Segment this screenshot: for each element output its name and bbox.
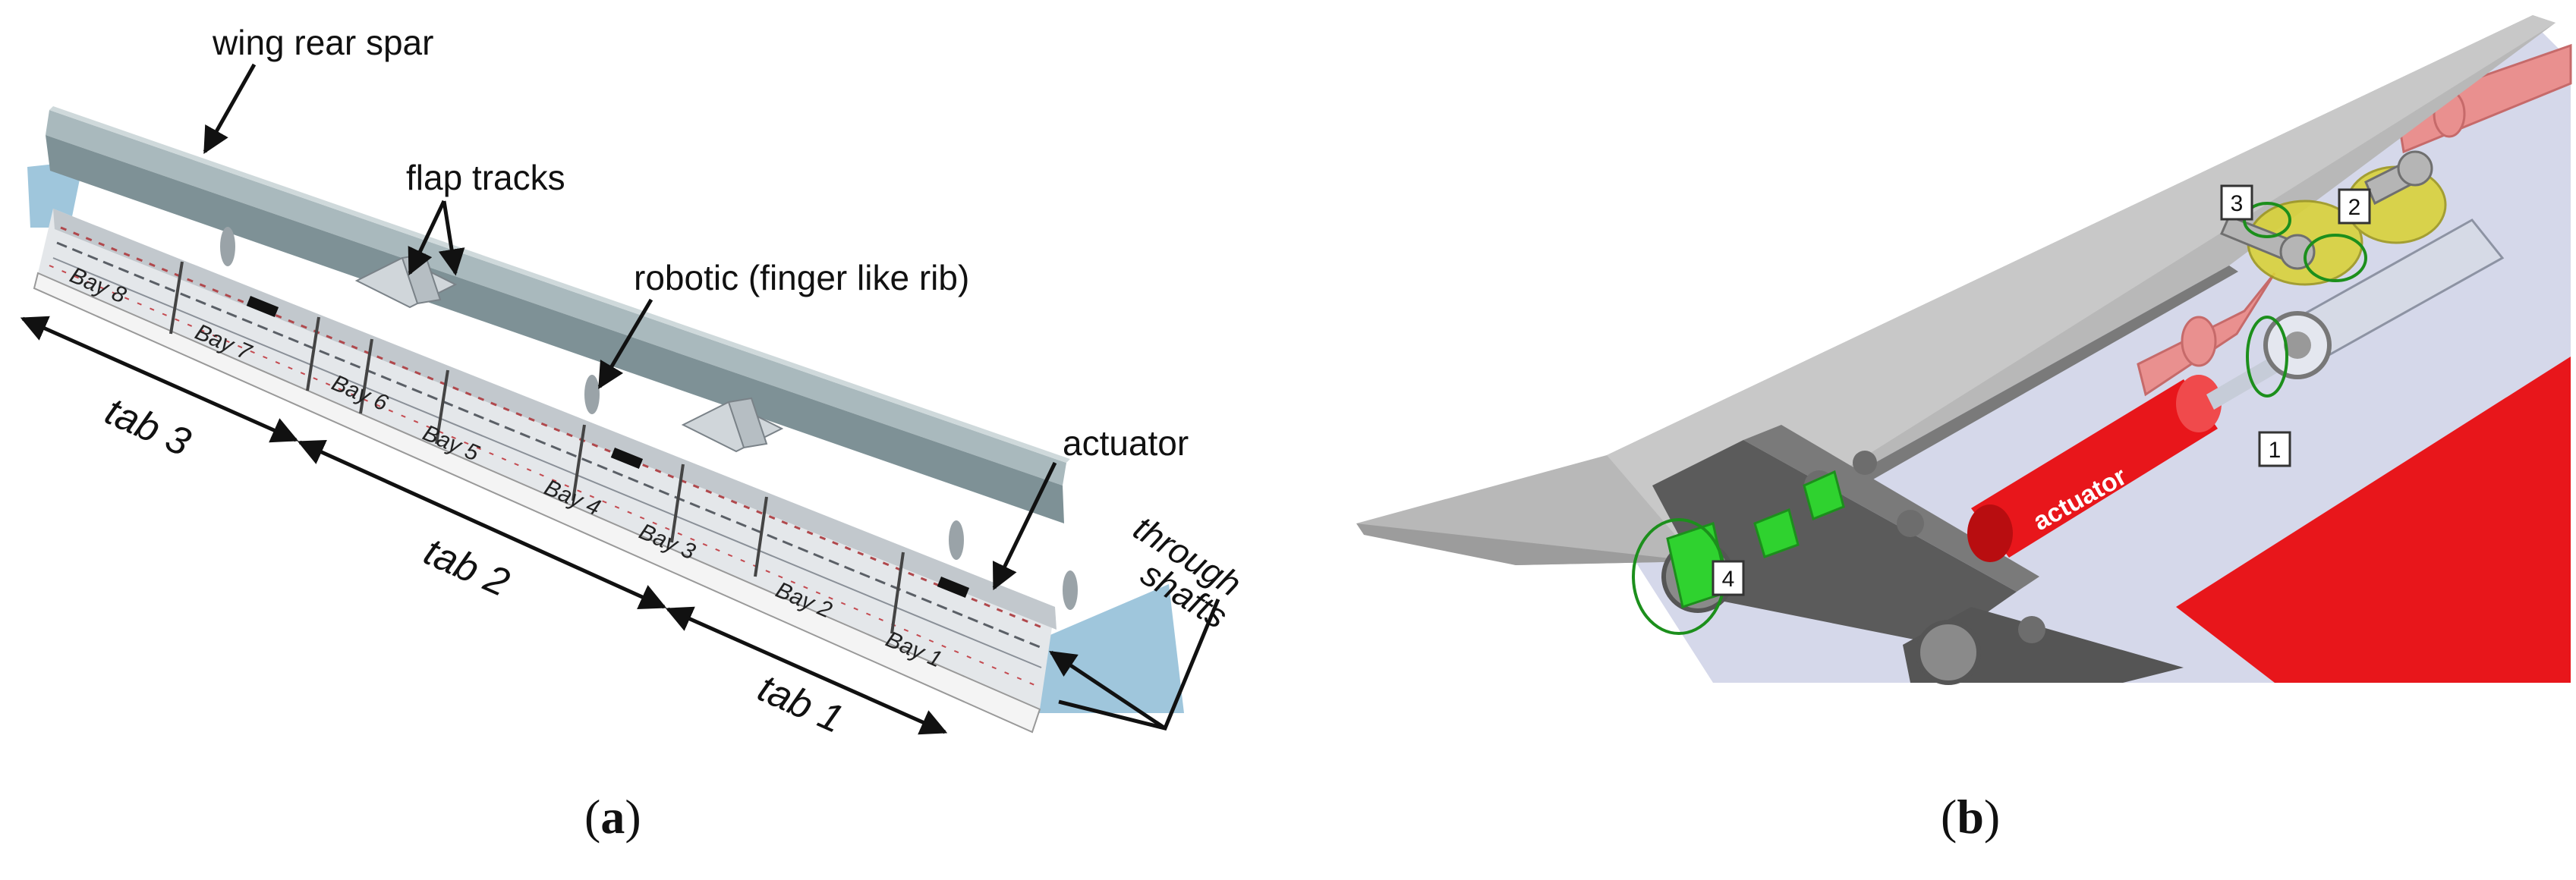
disk-ribs: [220, 227, 1078, 610]
left-blue-end: [27, 161, 83, 228]
caption-a-close: ): [625, 790, 641, 844]
shaft-assembly: [2263, 218, 2505, 379]
panel-b-illustration: actuator 1: [1356, 15, 2572, 685]
caption-b-close: ): [1983, 790, 2001, 844]
red-block: [2176, 357, 2571, 683]
marker-1-text: 1: [2269, 438, 2282, 463]
caption-b-letter: b: [1957, 790, 1984, 844]
label-wing-rear-spar: wing rear spar: [212, 23, 433, 62]
label-actuator-a: actuator: [1063, 423, 1189, 463]
panel-b: actuator 1: [1288, 0, 2576, 880]
label-tab-2: tab 2: [417, 530, 515, 605]
label-tab-1: tab 1: [751, 666, 849, 742]
wing-rear-spar: [46, 106, 1070, 523]
caption-a-open: (: [584, 790, 601, 844]
label-flap-tracks: flap tracks: [406, 158, 565, 197]
marker-2: 2: [2338, 188, 2371, 225]
marker-2-text: 2: [2348, 195, 2361, 220]
panel-a: wing rear spar flap tracks robotic (fing…: [20, 23, 1249, 845]
marker-3-text: 3: [2231, 191, 2244, 216]
right-blue-end: [1002, 584, 1184, 713]
label-robotic-rib: robotic (finger like rib): [634, 258, 969, 297]
pointer-arrows: [20, 63, 1220, 735]
label-tab-3: tab 3: [99, 389, 197, 465]
caption-a: (a): [584, 789, 641, 845]
lever-arms: [2220, 150, 2433, 270]
marker-4: 4: [1712, 560, 1745, 596]
marker-4-text: 4: [1722, 567, 1735, 592]
caption-b-open: (: [1941, 790, 1957, 844]
flap-tracks: [354, 253, 784, 453]
caption-a-letter: a: [600, 790, 625, 844]
caption-b: (b): [1941, 789, 2000, 845]
marker-1: 1: [2258, 431, 2291, 467]
panel-a-illustration: wing rear spar flap tracks robotic (fing…: [20, 23, 1249, 742]
marker-3: 3: [2220, 184, 2253, 221]
